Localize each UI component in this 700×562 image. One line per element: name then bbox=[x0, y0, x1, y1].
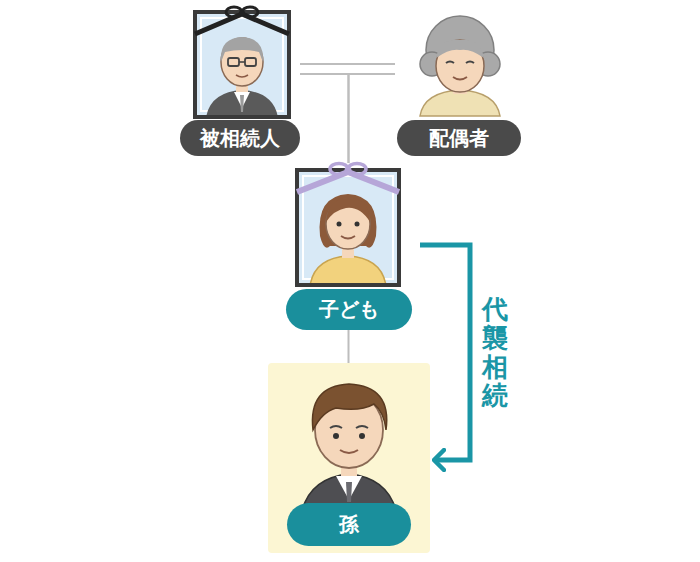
spouse-figure-part bbox=[436, 40, 484, 92]
family-line bbox=[348, 330, 350, 363]
spouse-figure-part bbox=[436, 40, 484, 58]
deceased-portrait-part bbox=[201, 18, 283, 111]
spouse-figure-part bbox=[453, 77, 467, 80]
name-label: 被相続人 bbox=[180, 120, 300, 156]
grandson-figure-part bbox=[346, 482, 352, 502]
highlight-box bbox=[268, 363, 430, 553]
child-portrait-part bbox=[345, 167, 352, 174]
child-portrait-part bbox=[297, 170, 399, 285]
grandson-figure-part bbox=[330, 426, 342, 428]
name-label: 配偶者 bbox=[397, 120, 521, 156]
spouse-figure-part bbox=[446, 62, 454, 64]
deceased-portrait-part bbox=[206, 37, 278, 115]
grandson-figure-part bbox=[356, 426, 368, 428]
deceased-portrait-part bbox=[195, 12, 289, 117]
child-portrait-part-part bbox=[326, 198, 370, 222]
deceased-portrait-part bbox=[195, 14, 289, 34]
deceased-portrait-part-part bbox=[236, 75, 248, 77]
deceased-portrait-part bbox=[239, 10, 245, 16]
child-portrait-part-part bbox=[326, 199, 370, 249]
person-node: 被相続人 bbox=[180, 8, 300, 156]
child-portrait-part-part bbox=[341, 236, 355, 239]
deceased-portrait-part-part bbox=[245, 58, 256, 66]
inheritance-arrow bbox=[420, 245, 470, 460]
highlighted-person-node: 孫 bbox=[268, 363, 430, 553]
spouse-figure-part bbox=[466, 62, 474, 64]
grandson-figure-part bbox=[333, 433, 339, 439]
child-portrait-part-part bbox=[337, 222, 342, 227]
name-label: 孫 bbox=[287, 503, 411, 546]
child-portrait-part-part bbox=[355, 222, 360, 227]
grandson-figure-part bbox=[340, 450, 358, 453]
deceased-portrait-part-part bbox=[239, 61, 245, 63]
family-line bbox=[300, 74, 349, 163]
name-label: 子ども bbox=[286, 289, 412, 330]
deceased-portrait-part-part bbox=[221, 38, 263, 86]
person-node: 配偶者 bbox=[395, 8, 522, 156]
grandson-figure bbox=[300, 384, 398, 520]
grandson-figure-part bbox=[312, 384, 386, 430]
family-line bbox=[349, 74, 396, 163]
person-node: 子ども bbox=[285, 163, 412, 330]
spouse-figure bbox=[420, 16, 500, 116]
deceased-portrait bbox=[195, 7, 289, 118]
marriage-line bbox=[300, 63, 395, 65]
child-portrait-part bbox=[297, 172, 399, 192]
deceased-portrait-part-part bbox=[206, 90, 278, 115]
child-portrait-part-part bbox=[310, 256, 386, 283]
edge-label: 代襲相続 bbox=[482, 295, 508, 409]
child-portrait bbox=[297, 164, 399, 287]
grandson-figure-part bbox=[359, 433, 365, 439]
child-portrait-part bbox=[310, 194, 386, 283]
deceased-portrait-part-part bbox=[240, 95, 244, 112]
deceased-portrait-part-part bbox=[221, 37, 263, 62]
deceased-portrait-part-part bbox=[228, 58, 239, 66]
